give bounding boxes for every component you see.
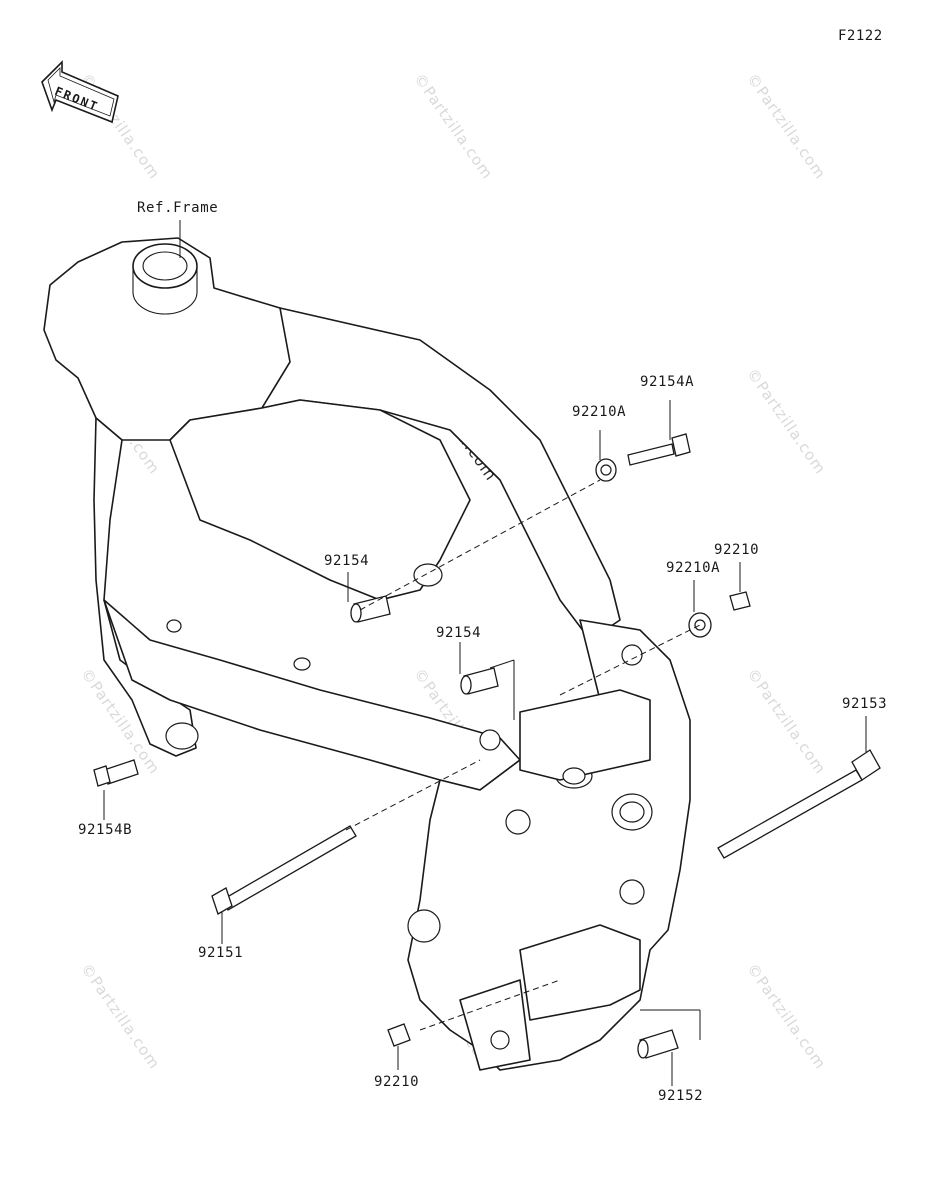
nut-92210-bottom — [387, 1023, 411, 1070]
part-number-92152[interactable]: 92152 — [658, 1088, 704, 1104]
frame-body — [43, 237, 691, 1071]
figure-code: F2122 — [838, 28, 883, 44]
collar-92210a-top — [595, 430, 617, 482]
bolt-92154-upper — [347, 572, 391, 623]
part-number-92210-bottom[interactable]: 92210 — [374, 1074, 420, 1090]
part-number-92154b[interactable]: 92154B — [78, 822, 133, 838]
bolt-92151 — [211, 825, 357, 944]
part-number-92153[interactable]: 92153 — [842, 696, 888, 712]
part-number-92154-upper[interactable]: 92154 — [324, 553, 370, 569]
bolt-92154-mid — [459, 642, 499, 695]
bolt-92153 — [717, 716, 881, 859]
part-number-92210a-mid[interactable]: 92210A — [666, 560, 721, 576]
bolt-92154b — [93, 759, 139, 820]
part-number-92151[interactable]: 92151 — [198, 945, 244, 961]
front-arrow-icon — [41, 60, 119, 124]
part-number-92154-mid[interactable]: 92154 — [436, 625, 482, 641]
collar-92210a-mid — [688, 580, 712, 638]
ref-frame-label: Ref.Frame — [137, 200, 219, 216]
part-number-92210a-top[interactable]: 92210A — [572, 404, 627, 420]
nut-92210-top — [729, 562, 751, 611]
bolt-92152 — [637, 1029, 679, 1086]
bolt-92154a — [627, 400, 691, 466]
part-number-92210-top[interactable]: 92210 — [714, 542, 760, 558]
part-number-92154a[interactable]: 92154A — [640, 374, 695, 390]
